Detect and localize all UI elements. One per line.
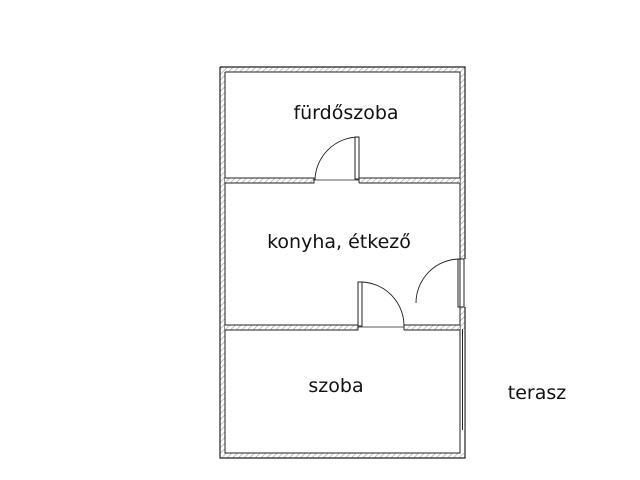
- partition-2-right: [404, 325, 460, 330]
- kitchen-label: konyha, étkező: [267, 231, 411, 253]
- room-window: [459, 329, 466, 430]
- terrace-label: terasz: [508, 382, 566, 404]
- left-wall: [220, 67, 225, 458]
- bottom-wall: [220, 453, 465, 458]
- bathroom-label: fürdőszoba: [293, 102, 398, 124]
- bathroom-door-leaf: [354, 136, 360, 180]
- partition-2-left-outline: [225, 324, 359, 331]
- inner-outline-top: [225, 71, 461, 259]
- room-label: szoba: [308, 375, 363, 397]
- partition-1-left: [225, 178, 314, 183]
- bathroom-door-swing: [314, 136, 360, 181]
- top-wall: [220, 67, 465, 72]
- right-wall-middle: [460, 307, 465, 329]
- terrace-door: [415, 258, 465, 308]
- exterior-walls: [219, 66, 466, 459]
- partition-1-right: [359, 178, 460, 183]
- terrace-door-swing: [415, 258, 461, 304]
- kitchen-door-swing: [361, 281, 405, 327]
- partition-wall-kitchen-room: [225, 324, 460, 331]
- right-wall-upper: [460, 67, 465, 259]
- kitchen-door: [357, 281, 405, 328]
- partition-1-left-outline: [225, 177, 315, 184]
- outer-outline-top: [220, 66, 466, 259]
- partition-wall-bathroom-kitchen: [225, 177, 460, 184]
- bathroom-door: [314, 136, 360, 181]
- partition-2-left: [225, 325, 358, 330]
- kitchen-door-leaf: [357, 281, 363, 327]
- outer-outline-bottom: [219, 67, 466, 459]
- terrace-door-opening: [457, 258, 465, 308]
